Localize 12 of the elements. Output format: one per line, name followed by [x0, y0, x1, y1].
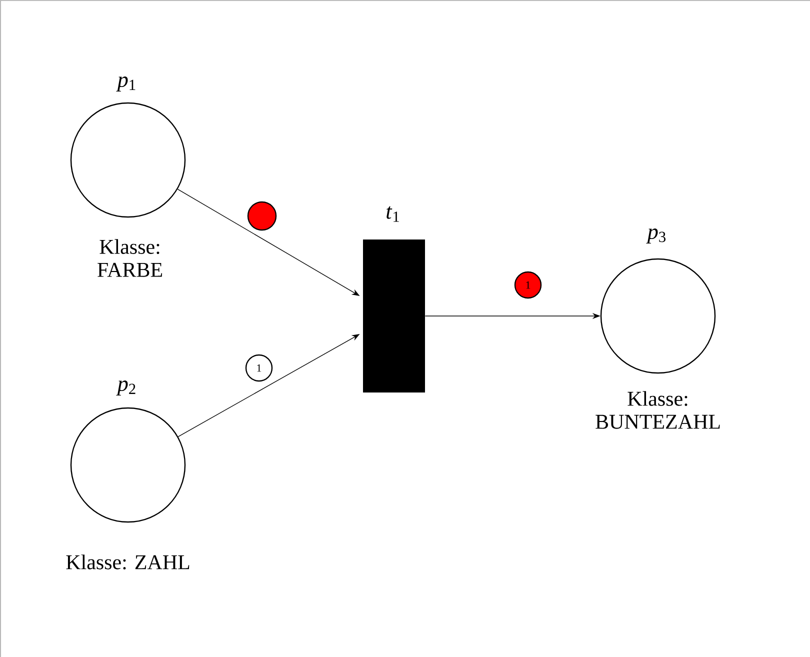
place-label: p$_{3}$ [646, 228, 666, 244]
place [596, 228, 720, 429]
class-label: Klasse: ZAHL [66, 554, 190, 570]
place [66, 380, 190, 570]
token: 1 [514, 271, 542, 299]
class-label: Klasse: FARBE [98, 239, 162, 277]
place-label: p$_{1}$ [116, 76, 136, 92]
place-label: t$_{1}$ [386, 206, 399, 222]
token: 1 [245, 354, 273, 382]
class-label: Klasse: BUNTEZAHL [596, 391, 720, 429]
place-label: p$_{2}$ [116, 380, 136, 396]
place [70, 76, 186, 277]
